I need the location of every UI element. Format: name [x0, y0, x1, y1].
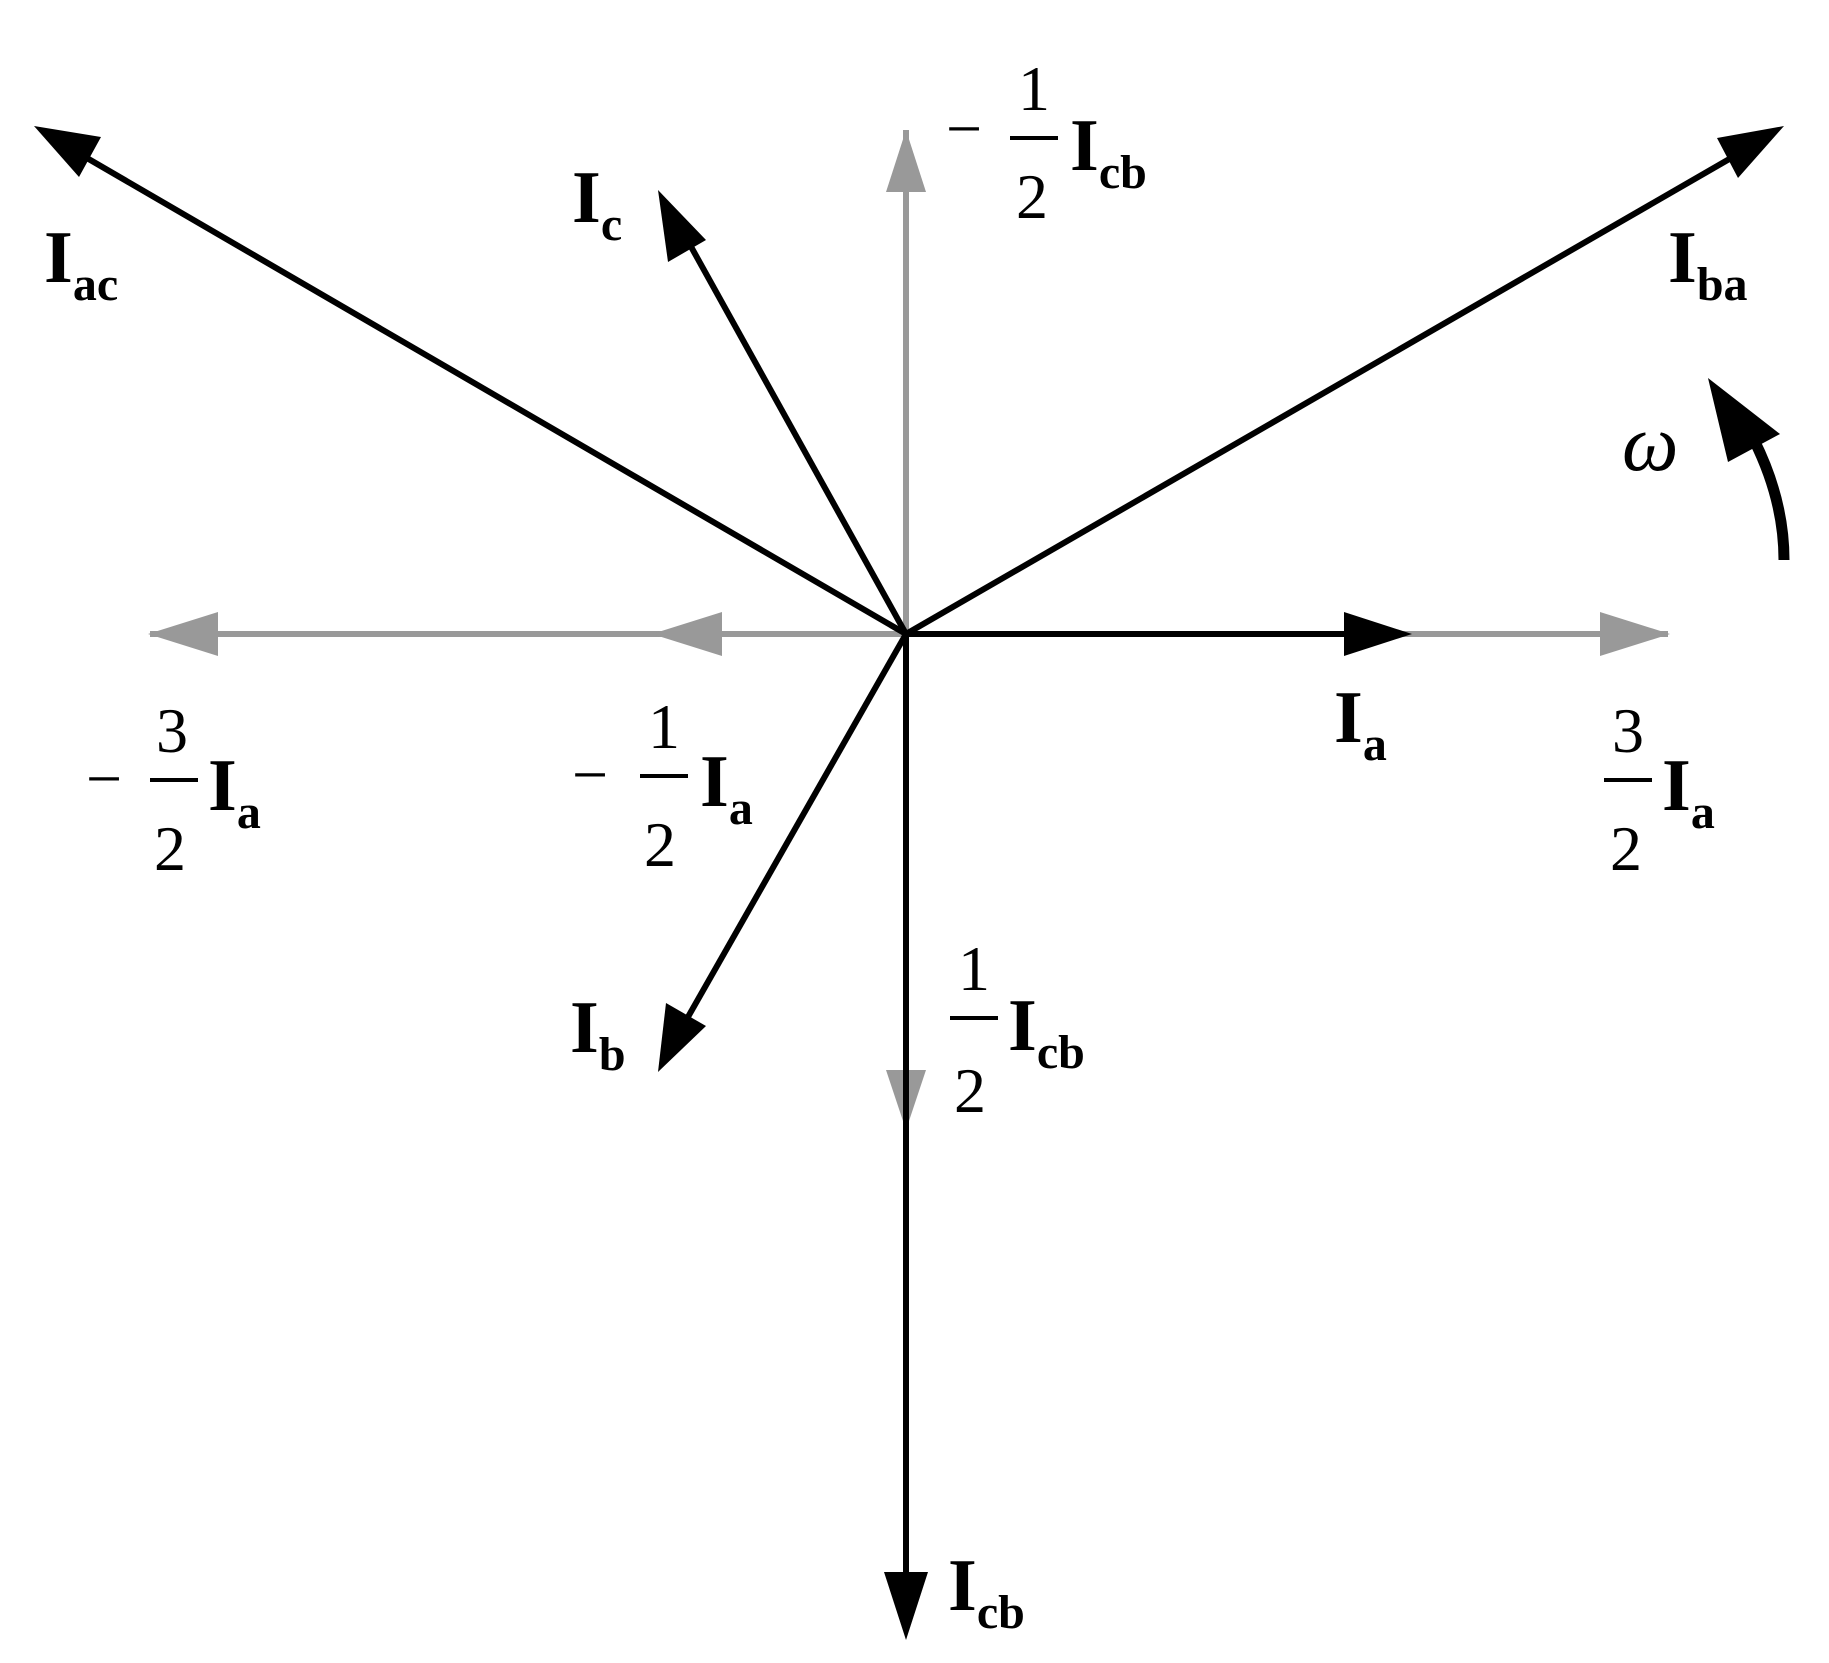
label-three-half-ia: 3 2 Ia: [1604, 695, 1715, 884]
iac-arrowhead: [34, 126, 101, 177]
rotation-arrowhead: [1708, 378, 1780, 462]
svg-text:3: 3: [1612, 695, 1644, 766]
ib-vector: [681, 632, 909, 1026]
iba-vector: [904, 151, 1740, 637]
neg-three-half-ia-arrowhead: [148, 612, 218, 656]
svg-text:1: 1: [958, 933, 990, 1004]
svg-text:2: 2: [154, 813, 186, 884]
svg-text:2: 2: [1016, 161, 1048, 232]
neg-half-icb-arrowhead: [886, 130, 926, 192]
label-neg-three-half-ia: − 3 2 Ia: [86, 695, 261, 884]
ia-arrowhead: [1344, 612, 1412, 656]
svg-text:2: 2: [1610, 813, 1642, 884]
rotation-arc: [1749, 437, 1790, 561]
icb-arrowhead: [884, 1572, 928, 1640]
phasor-labels: Iac Ic Iba Ia Ib Icb − 1 2 Icb 1 2 Icb −: [44, 53, 1748, 1639]
svg-text:Icb: Icb: [1070, 105, 1147, 199]
three-half-ia-arrowhead: [1600, 612, 1670, 656]
label-iba: Iba: [1668, 217, 1748, 311]
neg-half-ia-arrowhead: [652, 612, 722, 656]
svg-text:Ia: Ia: [700, 741, 753, 835]
iba-arrowhead: [1717, 126, 1784, 178]
label-neg-half-ia: − 1 2 Ia: [572, 691, 753, 880]
svg-text:−: −: [946, 93, 982, 164]
svg-text:−: −: [86, 743, 122, 814]
omega-label: ω: [1622, 400, 1678, 488]
svg-text:3: 3: [156, 695, 188, 766]
ic-vector: [681, 232, 909, 636]
label-ia: Ia: [1334, 677, 1387, 771]
primary-phasors: [34, 126, 1784, 1640]
svg-text:−: −: [572, 739, 608, 810]
label-ic: Ic: [572, 157, 622, 251]
ic-arrowhead: [658, 190, 706, 262]
label-neg-half-icb: − 1 2 Icb: [946, 53, 1147, 232]
svg-text:2: 2: [954, 1055, 986, 1126]
svg-text:1: 1: [1018, 53, 1050, 124]
label-ib: Ib: [570, 987, 626, 1081]
label-iac: Iac: [44, 217, 118, 311]
label-icb: Icb: [948, 1545, 1025, 1639]
svg-text:Ia: Ia: [208, 745, 261, 839]
rotation-indicator: ω: [1622, 378, 1790, 561]
svg-text:Ia: Ia: [1662, 745, 1715, 839]
svg-text:2: 2: [644, 809, 676, 880]
svg-text:Icb: Icb: [1008, 985, 1085, 1079]
label-half-icb: 1 2 Icb: [950, 933, 1085, 1126]
iac-vector: [78, 151, 908, 637]
ib-arrowhead: [658, 1003, 706, 1072]
svg-text:1: 1: [648, 691, 680, 762]
